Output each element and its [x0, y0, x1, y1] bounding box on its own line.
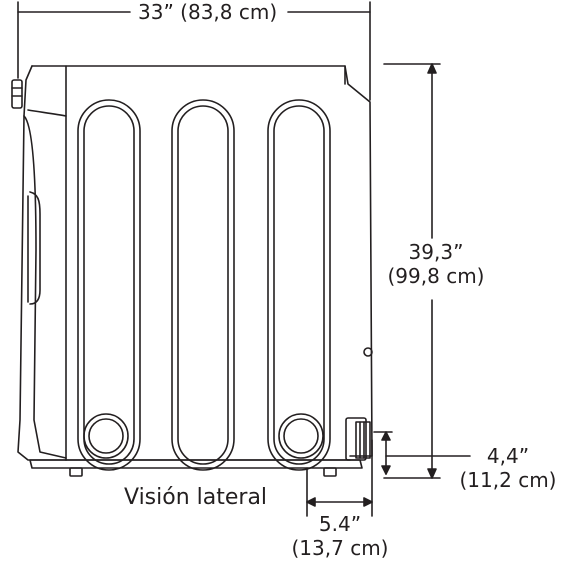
- outlet-height-inches-text: 4,4”: [486, 444, 530, 468]
- dryer-cabinet: [11, 65, 373, 477]
- exhaust-outlet: [345, 347, 373, 461]
- outlet-offset-dimension-line: [306, 439, 373, 517]
- height-cm-text: (99,8 cm): [387, 264, 485, 288]
- vent-circles: [83, 413, 324, 459]
- side-panel-ribs: [77, 99, 331, 471]
- width-dimension-label: 33” (83,8 cm): [138, 0, 278, 24]
- outlet-offset-inches-text: 5.4”: [318, 512, 362, 536]
- height-dimension-line: [383, 63, 441, 479]
- outlet-offset-dimension-label: 5.4” (13,7 cm): [282, 512, 398, 560]
- outlet-height-cm-text: (11,2 cm): [459, 468, 557, 492]
- height-inches-text: 39,3”: [408, 240, 464, 264]
- outlet-height-dimension-label: 4,4” (11,2 cm): [452, 444, 564, 492]
- height-dimension-label: 39,3” (99,8 cm): [378, 240, 494, 288]
- outlet-offset-cm-text: (13,7 cm): [291, 536, 389, 560]
- diagram-caption: Visión lateral: [124, 485, 268, 510]
- width-dimension-line: [17, 1, 371, 101]
- outlet-height-dimension-line: [373, 431, 471, 475]
